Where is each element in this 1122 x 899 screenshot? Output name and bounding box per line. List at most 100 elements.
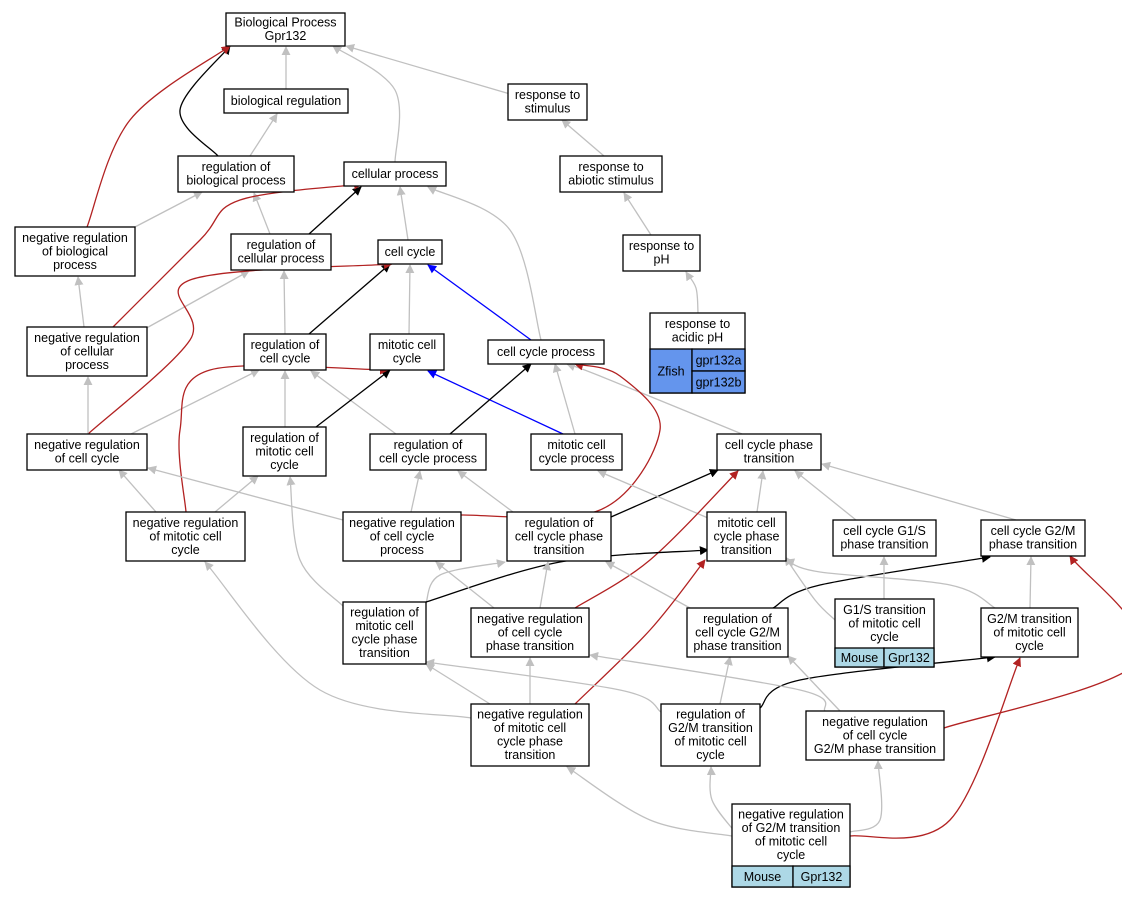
node-label-line: process — [65, 358, 109, 372]
edge-regulates-27 — [427, 370, 564, 435]
node-label-line: biological regulation — [231, 94, 342, 108]
node-label-line: regulation of — [251, 338, 320, 352]
node-label-line: regulation of — [247, 238, 316, 252]
node-label-line: cycle — [696, 748, 725, 762]
node-label-line: cycle process — [539, 452, 615, 466]
gene-cell — [883, 647, 935, 668]
node-label-line: response to — [665, 317, 730, 331]
node-label-line: cellular process — [238, 252, 325, 266]
node-label-line: regulation of — [703, 612, 772, 626]
edge-negatively-regulates-68 — [849, 657, 1021, 839]
node-label-line: negative regulation — [822, 715, 928, 729]
node-label-line: G2/M phase transition — [814, 742, 936, 756]
node-label-line: of mitotic cell — [494, 721, 566, 735]
edge-is-a-65 — [566, 766, 733, 837]
node-box — [377, 239, 443, 265]
node-cell-cycle[interactable]: cell cycle — [377, 239, 443, 265]
node-label-line: abiotic stimulus — [568, 174, 653, 188]
node-label-line: cell cycle G2/M — [695, 625, 780, 639]
node-label-line: phase transition — [693, 639, 781, 653]
node-label-line: of cell cycle — [843, 728, 908, 742]
node-label-line: regulation of — [202, 160, 271, 174]
node-label-line: regulation of — [525, 516, 594, 530]
node-label-line: regulation of — [350, 606, 419, 620]
edge-regulates-20 — [427, 264, 532, 341]
node-label-line: transition — [534, 543, 585, 557]
node-label-line: of mitotic cell — [674, 735, 746, 749]
node-box — [369, 433, 487, 471]
node-label-line: cycle — [393, 352, 422, 366]
edge-negatively-regulates-4 — [86, 45, 231, 228]
node-box — [342, 601, 427, 665]
edge-part-of-50 — [772, 553, 991, 609]
node-label-line: response to — [629, 239, 694, 253]
node-label-line: G1/S transition — [843, 603, 926, 617]
edge-is-a-6 — [561, 119, 605, 157]
node-cell-cycle-process[interactable]: cell cycle process — [487, 339, 605, 365]
node-box — [343, 161, 447, 187]
node-label-line: mitotic cell — [255, 444, 313, 458]
edge-negatively-regulates-64 — [943, 555, 1122, 729]
edge-is-a-67 — [849, 760, 883, 833]
node-box — [470, 607, 590, 658]
node-label-line: transition — [721, 543, 772, 557]
node-box — [242, 426, 327, 477]
node-label-line: of mitotic cell — [149, 529, 221, 543]
node-biological-regulation[interactable]: biological regulation — [223, 88, 349, 114]
node-box — [530, 433, 623, 471]
edge-is-a-45 — [425, 559, 506, 604]
species-label: Zfish — [657, 365, 684, 379]
node-label-line: cell cycle — [260, 352, 311, 366]
node-box — [487, 339, 605, 365]
node-label-line: negative regulation — [738, 808, 844, 822]
node-box — [660, 703, 761, 767]
node-cellular-process[interactable]: cellular process — [343, 161, 447, 187]
edge-is-a-5 — [249, 113, 278, 157]
edge-is-a-59 — [425, 658, 662, 713]
edge-is-a-39 — [597, 470, 709, 519]
node-box — [686, 607, 789, 658]
node-box — [805, 710, 945, 761]
edge-negatively-regulates-43 — [574, 470, 739, 609]
edge-is-a-60 — [719, 656, 733, 705]
edge-is-a-2 — [332, 45, 401, 163]
edge-negatively-regulates-14 — [112, 180, 363, 328]
node-label-line: mitotic cell — [717, 516, 775, 530]
node-label-line: negative regulation — [22, 231, 128, 245]
edge-is-a-33 — [118, 469, 157, 513]
node-label-line: cycle — [777, 848, 806, 862]
node-label-line: acidic pH — [672, 331, 723, 345]
node-label-line: of G2/M transition — [742, 821, 841, 835]
